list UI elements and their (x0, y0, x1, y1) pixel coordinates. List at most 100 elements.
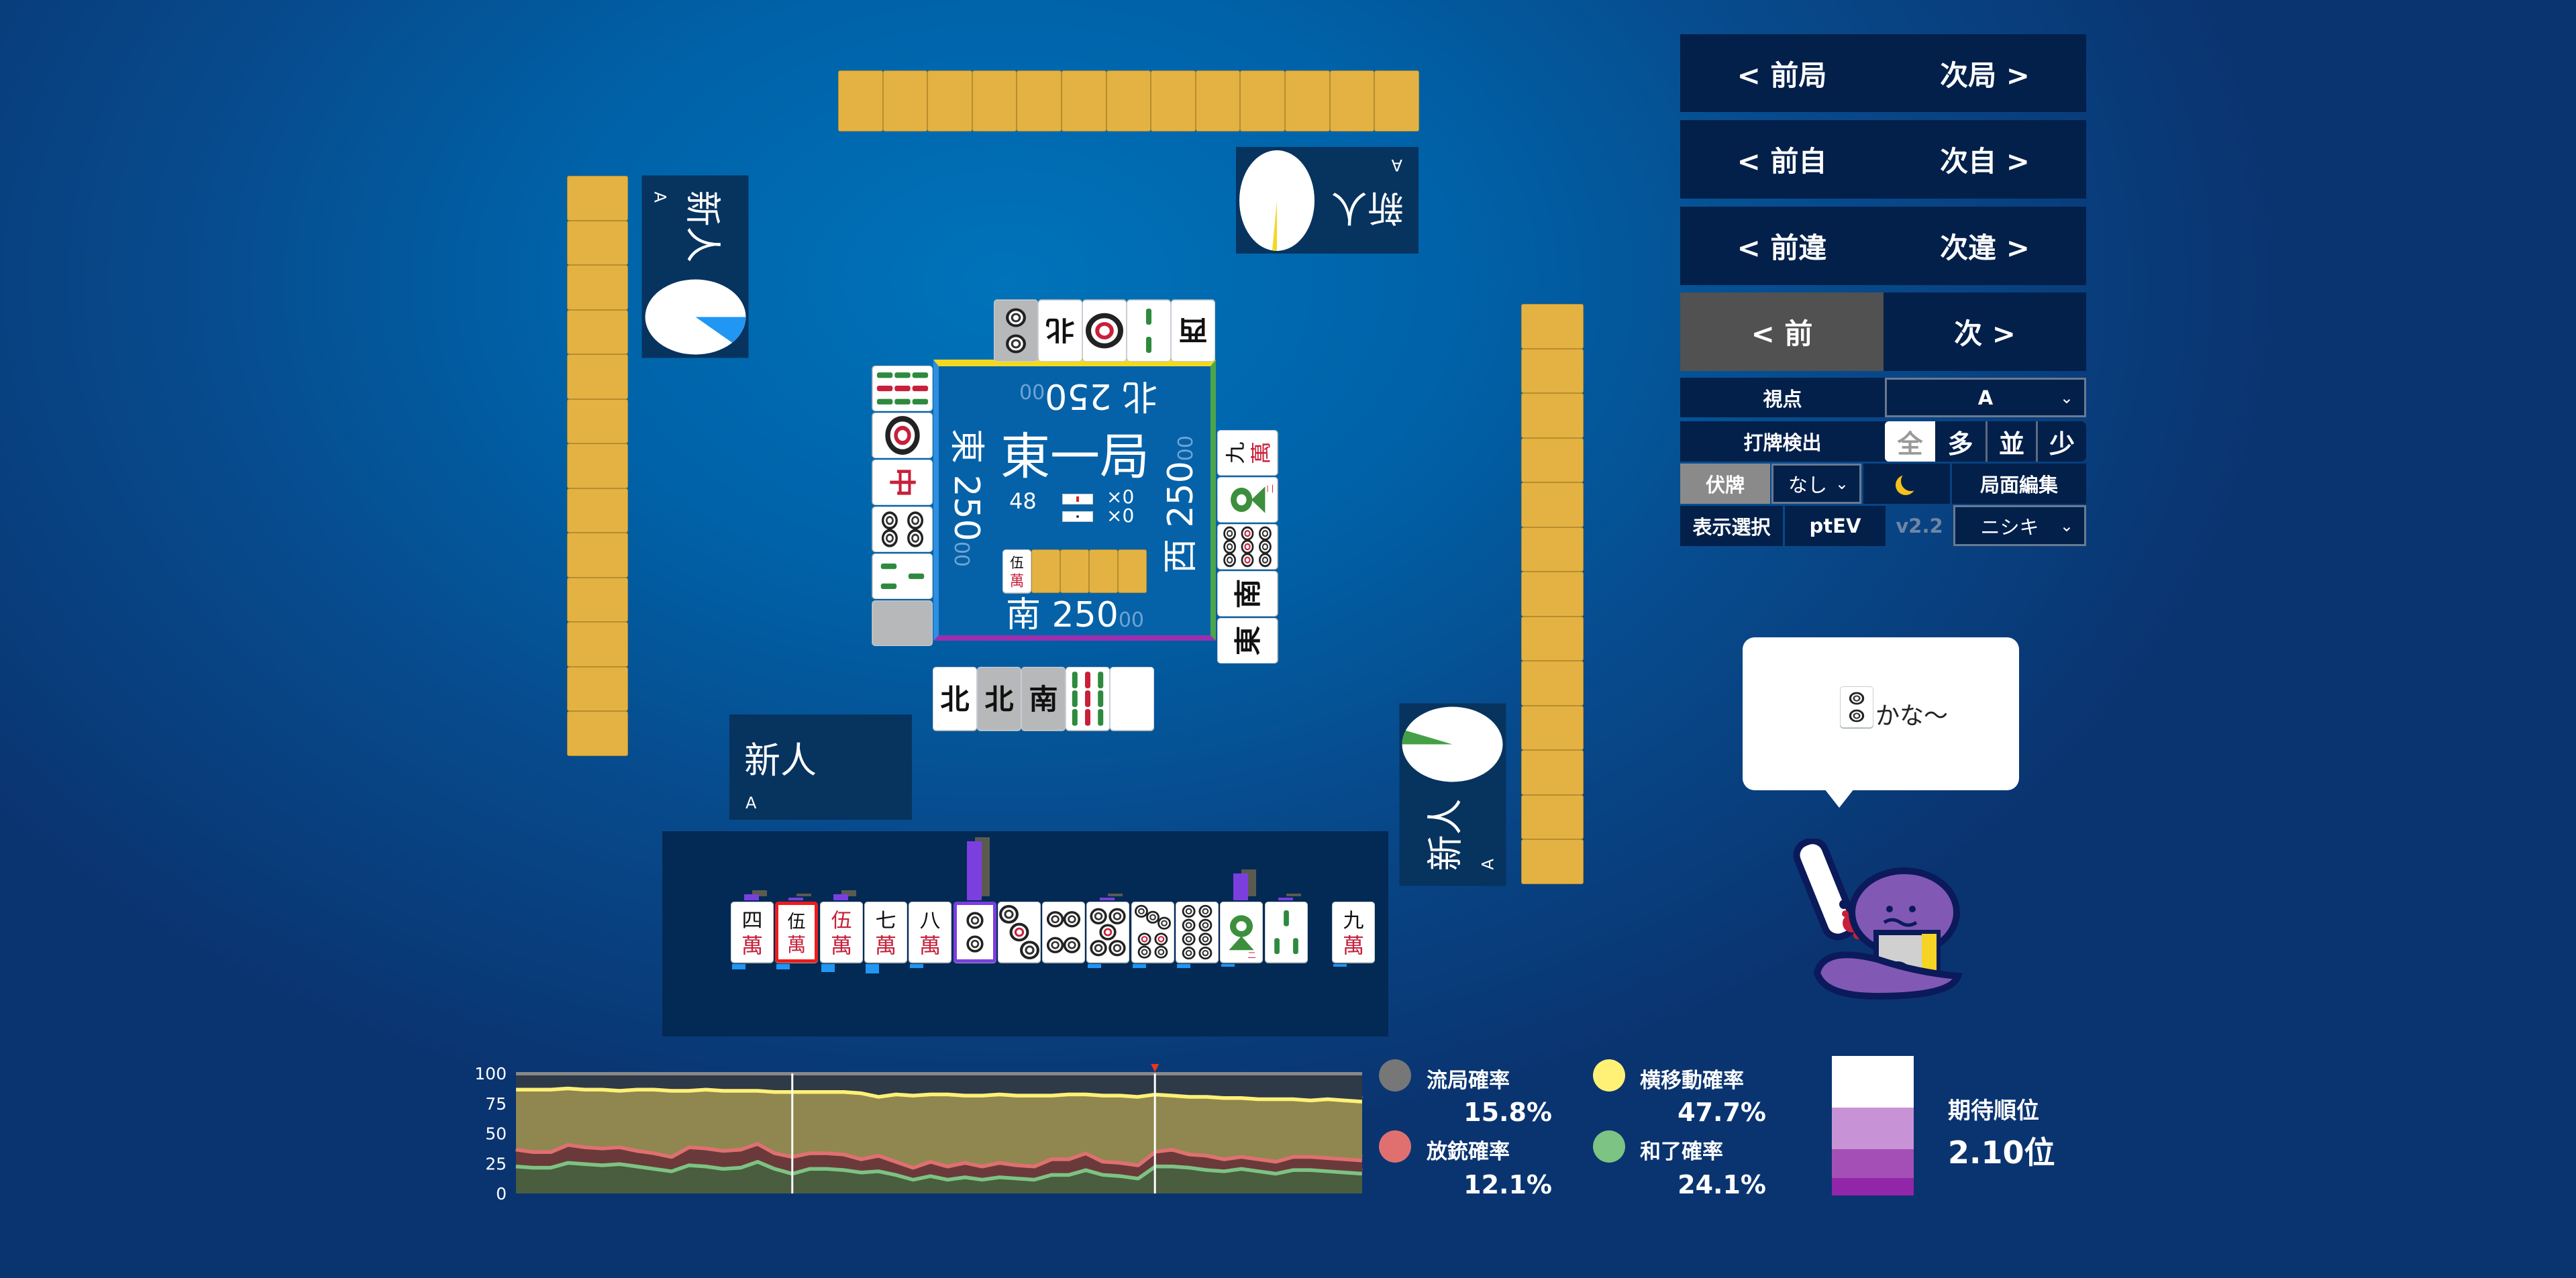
svg-text:萬: 萬 (875, 933, 897, 958)
dark-mode-button[interactable] (1863, 464, 1950, 504)
svg-text:伍: 伍 (1010, 555, 1024, 571)
discard-eval-bar (1233, 873, 1249, 900)
pie-slice (695, 317, 746, 343)
crescent-moon-icon (1901, 471, 1921, 491)
tile-back (1521, 482, 1584, 527)
player-name: 新人 (744, 739, 817, 782)
tile-0m[interactable]: 伍萬 (819, 902, 863, 963)
tile-2p[interactable] (953, 902, 996, 963)
y-tick-label: 75 (485, 1094, 507, 1114)
tile-5p[interactable] (1086, 902, 1130, 963)
tile-back (567, 309, 628, 354)
prev-button[interactable]: < 前 (1680, 292, 1884, 371)
next-button[interactable]: 次 > (1884, 292, 2086, 371)
ptev-button[interactable]: ptEV (1785, 506, 1886, 546)
svg-text:南: 南 (1232, 579, 1264, 609)
discard-eval-bar (1100, 897, 1115, 900)
player-name: 新人 (681, 190, 724, 263)
tile-5m[interactable]: 伍萬 (775, 902, 819, 963)
detect-option[interactable]: 並 (1986, 421, 2036, 462)
score-sub: 00 (1174, 435, 1198, 462)
display-select-button[interactable]: 表示選択 (1680, 506, 1783, 546)
player-name: 新人 (1331, 187, 1404, 229)
legend-ryuukyoku-dot (1379, 1059, 1411, 1091)
tile-3p[interactable] (997, 902, 1041, 963)
tile-back (1374, 70, 1419, 131)
dora-indicators: 伍萬 (1002, 549, 1150, 594)
hidden-tiles-toggle[interactable]: 伏牌 (1680, 464, 1770, 504)
tile-2p (994, 300, 1038, 362)
hidden-tiles-select[interactable]: なし⌄ (1771, 464, 1861, 504)
tile-7m[interactable]: 七萬 (864, 902, 907, 963)
tile-back (882, 70, 928, 131)
win-probability-pie (1402, 706, 1503, 782)
edit-position-button[interactable]: 局面編集 (1952, 464, 2086, 504)
legend-houju-label: 放銃確率 (1427, 1140, 1510, 1164)
honba-count: ×0 (1106, 486, 1135, 508)
tile-back (1031, 549, 1060, 593)
top-band (516, 1072, 1362, 1075)
legend-yoko-dot (1593, 1059, 1625, 1091)
tile-1s[interactable]: 二 (1220, 902, 1264, 963)
legend-yoko-value: 47.7% (1678, 1098, 1766, 1127)
tile-back (1521, 437, 1584, 482)
tile-9m[interactable]: 九萬 (1331, 902, 1375, 963)
detect-label: 打牌検出 (1680, 421, 1885, 462)
tile-8p[interactable] (1176, 902, 1219, 963)
tile-back (1017, 70, 1062, 131)
tile-2s (1127, 300, 1171, 362)
detect-option[interactable]: 多 (1947, 429, 1973, 459)
tile-1p (872, 413, 933, 458)
tile-back (1521, 705, 1584, 750)
tile-9p (1217, 524, 1278, 570)
tile-7z: 中 (872, 460, 933, 505)
tile-4p[interactable] (1042, 902, 1086, 963)
tile-9s (872, 366, 933, 411)
tile-back (927, 70, 972, 131)
y-tick-label: 25 (485, 1154, 507, 1173)
svg-text:二: 二 (1266, 484, 1275, 493)
svg-text:九: 九 (1225, 441, 1247, 464)
seat-wind: 東 (946, 429, 986, 464)
danger-bar (1177, 964, 1190, 968)
next-self-button[interactable]: 次自 > (1884, 120, 2086, 199)
next-round-button[interactable]: 次局 > (1884, 34, 2086, 112)
prev-self-button[interactable]: < 前自 (1680, 120, 1884, 199)
detect-option[interactable]: 少 (2036, 421, 2086, 462)
player-top: 新人 A (1236, 147, 1419, 254)
tile-back (1062, 70, 1106, 131)
tile-back (567, 443, 628, 488)
viewpoint-label: 視点 (1680, 378, 1885, 417)
tile-back (1060, 549, 1089, 593)
win-probability-pie (645, 279, 746, 355)
rank-segment-4 (1832, 1177, 1914, 1196)
tile-back (567, 622, 628, 667)
tile-5z (872, 600, 933, 646)
tile-9m: 九萬 (1217, 430, 1278, 476)
danger-bar (910, 964, 924, 968)
area-2 (516, 1086, 1362, 1166)
seat-wind: 北 (1122, 376, 1157, 416)
score-main: 250 (946, 474, 986, 541)
tile-7p[interactable] (1131, 902, 1174, 963)
tile-4m[interactable]: 四萬 (731, 902, 774, 963)
svg-text:北: 北 (940, 684, 970, 716)
tile-2z: 南 (1021, 667, 1066, 731)
model-select[interactable]: ニシキ⌄ (1953, 505, 2086, 546)
tile-3s[interactable] (1264, 902, 1308, 963)
tile-back (1240, 70, 1285, 131)
area-3 (516, 1073, 1362, 1100)
score-east: 東 25000 (946, 429, 986, 567)
danger-bar (776, 964, 790, 969)
tile-8m[interactable]: 八萬 (909, 902, 952, 963)
svg-text:北: 北 (1045, 314, 1074, 345)
prev-round-button[interactable]: < 前局 (1680, 34, 1884, 112)
next-diff-button[interactable]: 次違 > (1884, 207, 2086, 285)
prev-diff-button[interactable]: < 前違 (1680, 207, 1884, 285)
svg-text:南: 南 (1029, 684, 1058, 716)
tile-back (1285, 70, 1330, 131)
detect-option[interactable]: 全 (1885, 421, 1935, 462)
cursor-marker[interactable] (1151, 1064, 1160, 1072)
viewpoint-select[interactable]: A⌄ (1885, 378, 2086, 417)
hidden-tiles-value: なし (1788, 474, 1828, 496)
